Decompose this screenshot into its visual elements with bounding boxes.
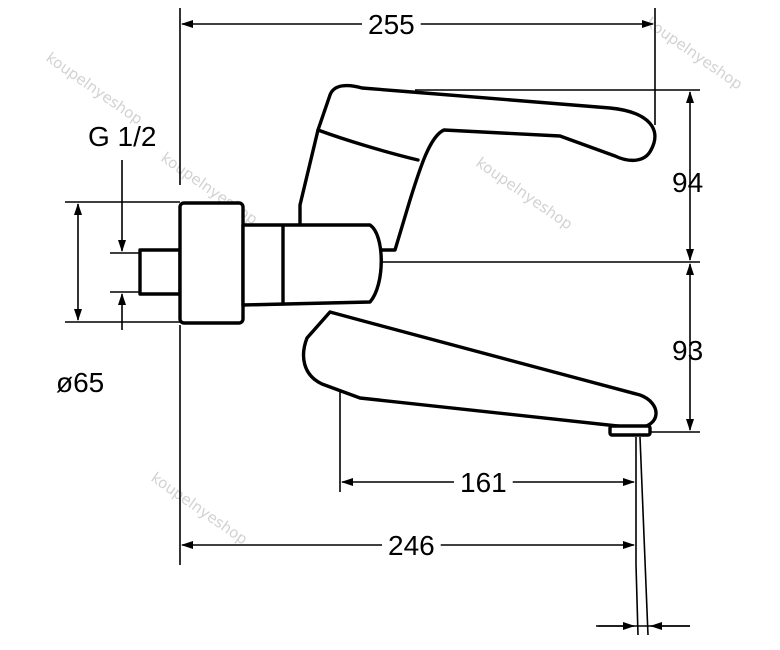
watermark-text: koupelnyeshop: [43, 49, 146, 129]
wall-flange: [178, 201, 245, 325]
watermark-text: koupelnyeshop: [643, 14, 746, 94]
body: [241, 223, 383, 307]
dim-93-label: 93: [672, 335, 703, 366]
dim-161-label: 161: [460, 467, 507, 498]
dim-94-label: 94: [672, 167, 703, 198]
dim-246-label: 246: [388, 530, 435, 561]
dimension-labels: 255 G 1/2 94 93 ø65 161 246: [56, 9, 703, 561]
dim-255-label: 255: [368, 9, 415, 40]
watermark-text: koupelnyeshop: [473, 154, 576, 234]
spout: [301, 310, 658, 430]
faucet-outline: [138, 83, 658, 437]
watermark-text: koupelnyeshop: [148, 469, 251, 549]
dim-161-label-knockout: [454, 467, 513, 498]
extension-lines: [65, 8, 700, 636]
thread-label: G 1/2: [88, 121, 156, 152]
dim-246-label-knockout: [382, 530, 441, 561]
connection-nipple: [138, 248, 182, 296]
dim-65-label: ø65: [56, 367, 104, 398]
aerator: [608, 424, 652, 437]
handle-detail: [316, 128, 420, 162]
dim-255-label-knockout: [362, 9, 421, 40]
handle-lever: [298, 83, 657, 252]
